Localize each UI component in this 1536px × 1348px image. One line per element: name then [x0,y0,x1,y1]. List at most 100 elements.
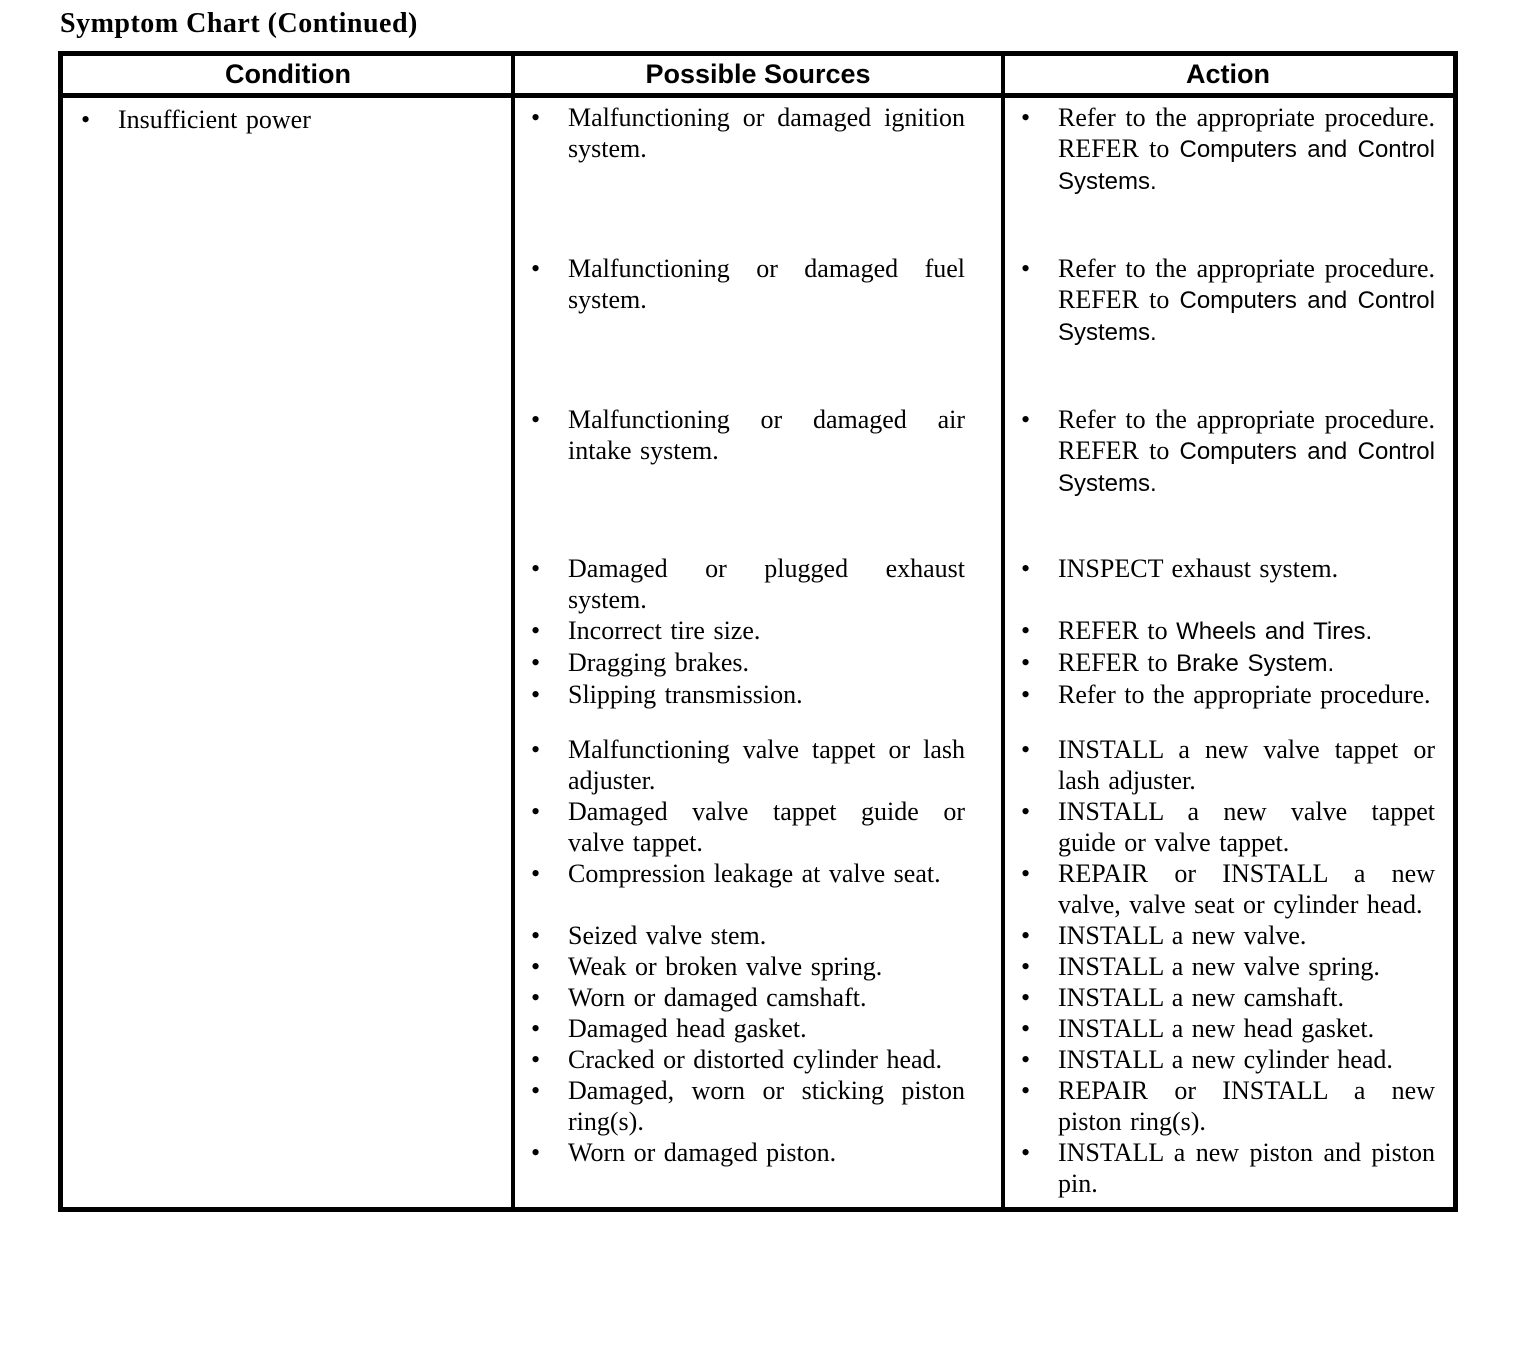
possible-source-cell: •Damaged or plugged exhaust system. [513,553,1003,615]
text-segment: INSTALL a new camshaft. [1058,983,1344,1012]
action-cell: • Refer to the appropriate procedure. REF… [1003,253,1453,348]
action-text: INSPECT exhaust system. [1058,553,1435,584]
bullet-icon: • [1021,648,1031,677]
bullet-item: •REFER to Wheels and Tires. [1018,615,1435,647]
bullet-icon: • [1021,952,1031,981]
bullet-item: • Worn or damaged camshaft. [528,982,965,1013]
action-cell: •Refer to the appropriate procedure. [1003,679,1453,710]
text-segment: Wheels and Tires. [1176,618,1373,645]
possible-source-cell: •Dragging brakes. [513,647,1003,679]
bullet-item: • Worn or damaged piston. [528,1137,965,1168]
possible-source-cell: • Worn or damaged piston. [513,1137,1003,1199]
bullet-item: • INSTALL a new valve spring. [1018,951,1435,982]
action-text: INSTALL a new camshaft. [1058,982,1435,1013]
source-text: Slipping transmission. [568,679,965,710]
bullet-item: • REPAIR or INSTALL a new piston ring(s). [1018,1075,1435,1137]
bullet-icon: • [531,921,541,950]
text-segment: REPAIR or INSTALL a new valve, valve sea… [1058,859,1435,919]
text-segment: Computers and Control Systems. [1058,287,1435,346]
text-segment: Refer to the appropriate procedure. REFE… [1058,254,1435,314]
bullet-item: •REPAIR or INSTALL a new valve, valve se… [1018,858,1435,920]
action-cell: •INSTALL a new valve tappet or lash adju… [1003,734,1453,796]
bullet-item: • Damaged, worn or sticking piston ring(s… [528,1075,965,1137]
possible-source-cell: • Malfunctioning or damaged air intake sy… [513,404,1003,499]
bullet-icon: • [1021,1076,1031,1105]
bullet-icon: • [1021,680,1031,709]
bullet-icon: • [531,1076,541,1105]
bullet-item: •Refer to the appropriate procedure. REF… [1018,102,1435,197]
action-cell: •REFER to Brake System. [1003,647,1453,679]
bullet-icon: • [1021,983,1031,1012]
action-cell: •INSTALL a new head gasket. [1003,1013,1453,1044]
text-segment: INSTALL a new valve spring. [1058,952,1380,981]
text-segment: REPAIR or INSTALL a new piston ring(s). [1058,1076,1435,1136]
source-text: Cracked or distorted cylinder head. [568,1044,965,1075]
bullet-item: •Compression leakage at valve seat. [528,858,965,889]
bullet-item: •Damaged or plugged exhaust system. [528,553,965,615]
source-text: Damaged head gasket. [568,1013,965,1044]
bullet-item: • Insufficient power [78,104,493,135]
source-text: Worn or damaged piston. [568,1137,965,1168]
action-cell: • INSTALL a new valve spring. [1003,951,1453,982]
action-cell: • INSTALL a new camshaft. [1003,982,1453,1013]
text-segment: Cracked or distorted cylinder head. [568,1045,943,1074]
bullet-icon: • [1021,254,1031,283]
action-text: REPAIR or INSTALL a new piston ring(s). [1058,1075,1435,1137]
action-text: INSTALL a new piston and piston pin. [1058,1137,1435,1199]
condition-text: Insufficient power [118,105,311,134]
bullet-icon: • [1021,103,1031,132]
bullet-icon: • [531,405,541,434]
action-cell: •INSTALL a new valve tappet guide or val… [1003,796,1453,858]
bullet-item: • Malfunctioning or damaged air intake sy… [528,404,965,466]
action-cell: •REPAIR or INSTALL a new valve, valve se… [1003,858,1453,920]
bullet-icon: • [531,952,541,981]
source-text: Damaged valve tappet guide or valve tapp… [568,796,965,858]
action-cell: •REFER to Wheels and Tires. [1003,615,1453,647]
action-text: REPAIR or INSTALL a new valve, valve sea… [1058,858,1435,920]
text-segment: REFER to [1058,616,1177,645]
bullet-item: •Cracked or distorted cylinder head. [528,1044,965,1075]
action-cell: •INSPECT exhaust system. [1003,553,1453,615]
action-text: INSTALL a new valve spring. [1058,951,1435,982]
text-segment: Malfunctioning valve tappet or lash adju… [568,735,965,795]
possible-source-cell: •Malfunctioning valve tappet or lash adj… [513,734,1003,796]
text-segment: Computers and Control Systems. [1058,438,1435,497]
source-text: Seized valve stem. [568,920,965,951]
bullet-item: • Seized valve stem. [528,920,965,951]
bullet-icon: • [531,648,541,677]
action-text: INSTALL a new valve. [1058,920,1435,951]
text-segment: INSTALL a new valve tappet or lash adjus… [1058,735,1435,795]
bullet-item: • Refer to the appropriate procedure. REF… [1018,253,1435,348]
bullet-item: • INSTALL a new camshaft. [1018,982,1435,1013]
table-header-row: Condition Possible Sources Action [63,56,1453,98]
text-segment: INSTALL a new piston and piston pin. [1058,1138,1435,1198]
bullet-icon: • [531,616,541,645]
bullet-item: •INSTALL a new head gasket. [1018,1013,1435,1044]
column-divider [511,56,515,1207]
source-text: Weak or broken valve spring. [568,951,965,982]
bullet-icon: • [531,859,541,888]
bullet-icon: • [531,254,541,283]
possible-source-cell: •Damaged valve tappet guide or valve tap… [513,796,1003,858]
bullet-icon: • [1021,1014,1031,1043]
possible-source-cell: •Malfunctioning or damaged fuel system. [513,253,1003,348]
text-segment: Worn or damaged camshaft. [568,983,867,1012]
bullet-item: • Weak or broken valve spring. [528,951,965,982]
text-segment: Malfunctioning or damaged air intake sys… [568,405,965,465]
possible-source-cell: •Incorrect tire size. [513,615,1003,647]
text-segment: Malfunctioning or damaged ignition syste… [568,103,965,163]
text-segment: Weak or broken valve spring. [568,952,883,981]
bullet-icon: • [531,1138,541,1167]
bullet-icon: • [531,103,541,132]
bullet-item: •INSTALL a new piston and piston pin. [1018,1137,1435,1199]
action-text: Refer to the appropriate procedure. REFE… [1058,253,1435,348]
bullet-item: •Slipping transmission. [528,679,965,710]
bullet-item: •INSTALL a new valve. [1018,920,1435,951]
bullet-item: •Refer to the appropriate procedure. REF… [1018,404,1435,499]
text-segment: Damaged, worn or sticking piston ring(s)… [568,1076,965,1136]
bullet-icon: • [531,1014,541,1043]
bullet-icon: • [531,983,541,1012]
text-segment: INSTALL a new cylinder head. [1058,1045,1393,1074]
source-text: Malfunctioning valve tappet or lash adju… [568,734,965,796]
header-cell-condition: Condition [225,59,351,89]
